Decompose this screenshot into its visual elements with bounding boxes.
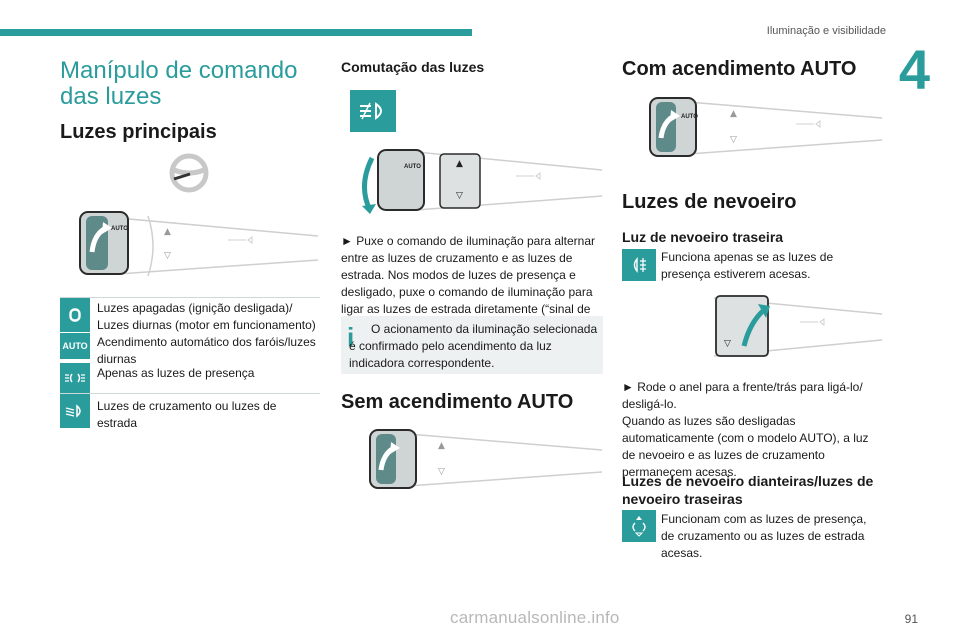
subsection-rear-fog: Luz de nevoeiro traseira xyxy=(622,229,784,245)
item-position-text: Apenas as luzes de presença xyxy=(97,366,255,380)
svg-text:▲: ▲ xyxy=(438,441,445,451)
info-note-text: O acionamento da iluminação selecionada … xyxy=(349,322,598,370)
section-title-without-auto: Sem acendimento AUTO xyxy=(341,391,574,413)
chapter-number: 4 xyxy=(898,38,930,101)
svg-text:▲: ▲ xyxy=(456,159,463,169)
section-title-with-auto: Com acendimento AUTO xyxy=(622,58,857,80)
auto-text-icon: AUTO xyxy=(60,333,90,359)
svg-text:▽: ▽ xyxy=(724,339,731,349)
svg-text:AUTO: AUTO xyxy=(681,114,698,120)
subsection-title: Luzes principais xyxy=(60,121,217,143)
svg-text:AUTO: AUTO xyxy=(404,164,421,170)
light-stalk-auto-illustration: AUTO ▲ ▽ xyxy=(649,97,883,157)
subsection-front-rear-fog: Luzes de nevoeiro dianteiras/luzes de ne… xyxy=(622,473,874,507)
light-stalk-illustration: AUTO ▲ ▽ xyxy=(79,211,319,277)
front-rear-fog-icon xyxy=(622,510,656,542)
header-accent-bar xyxy=(0,29,472,36)
light-stalk-pull-illustration: AUTO ▲ ▽ xyxy=(362,149,603,214)
o-letter-icon xyxy=(60,298,90,332)
steering-wheel-icon xyxy=(169,153,209,193)
svg-text:▽: ▽ xyxy=(164,251,171,261)
switching-body-text: ► Puxe o comando de iluminação para alte… xyxy=(341,234,596,333)
item-beams-text: Luzes de cruzamento ou luzes de estrada xyxy=(97,399,277,430)
svg-text:▽: ▽ xyxy=(438,467,445,477)
svg-text:AUTO: AUTO xyxy=(111,226,128,232)
svg-text:▽: ▽ xyxy=(456,191,463,201)
section-title-fog: Luzes de nevoeiro xyxy=(622,191,797,213)
info-note-box: i O acionamento da iluminação selecionad… xyxy=(341,316,603,374)
watermark: carmanualsonline.info xyxy=(450,608,620,627)
high-beam-icon xyxy=(350,90,396,132)
page-number: 91 xyxy=(904,612,918,626)
rear-fog-icon xyxy=(622,249,656,281)
svg-text:▲: ▲ xyxy=(164,227,171,237)
fog-ring-illustration: ▽ xyxy=(713,295,883,357)
position-lights-icon xyxy=(60,363,90,393)
section-title: Manípulo de comando das luzes xyxy=(60,57,298,110)
svg-text:▲: ▲ xyxy=(730,109,737,119)
item-off-text: Luzes apagadas (ignição desligada)/ Luze… xyxy=(97,301,316,332)
low-high-beam-icon xyxy=(60,394,90,428)
rear-fog-text: Funciona apenas se as luzes de presença … xyxy=(661,250,834,281)
light-stalk-no-auto-illustration: ▲ ▽ xyxy=(369,429,603,489)
running-title: Iluminação e visibilidade xyxy=(766,25,886,37)
svg-text:▽: ▽ xyxy=(730,135,737,145)
item-auto-text: Acendimento automático dos faróis/luzes … xyxy=(97,335,316,366)
fog-body-text: ► Rode o anel para a frente/trás para li… xyxy=(622,380,869,479)
section-title-switching: Comutação das luzes xyxy=(341,59,485,75)
front-rear-fog-text: Funcionam com as luzes de presença, de c… xyxy=(661,512,867,560)
info-icon: i xyxy=(347,322,355,352)
